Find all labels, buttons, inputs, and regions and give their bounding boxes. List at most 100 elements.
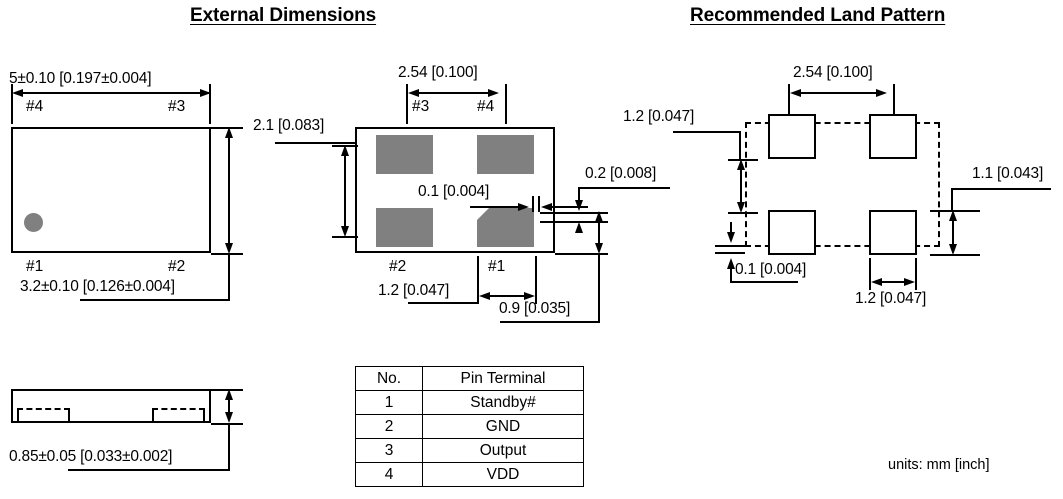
bottom-view-gap-ext-b	[538, 196, 540, 212]
bottom-view-pad-vertical-dim-line	[344, 150, 346, 232]
top-view-pin-label-3: #3	[168, 98, 186, 115]
table-row: 1 Standby#	[355, 390, 584, 415]
bottom-view-pad-width-dimension-label: 0.9 [0.035]	[499, 300, 571, 317]
top-view-height-arrow-down-icon	[224, 243, 233, 254]
land-left-offset-arrow-up-icon	[736, 159, 745, 170]
bottom-view-pad-width-ext-bottom	[555, 253, 608, 255]
table-cell-pin-terminal: Output	[422, 438, 584, 463]
land-pitch-ext-right	[893, 84, 895, 124]
bottom-view-pad-2	[376, 208, 433, 247]
recommended-land-pattern-title: Recommended Land Pattern	[690, 5, 946, 26]
bottom-view-pad1-ref-line-top	[540, 212, 608, 214]
bottom-view-edge-dimension-label: 0.2 [0.008]	[585, 165, 657, 182]
table-cell-pin-no: 3	[355, 438, 423, 463]
top-view-width-dimension-label: 5±0.10 [0.197±0.004]	[9, 70, 152, 87]
side-view-right-terminal-top-dashed	[152, 408, 205, 410]
land-pad-width-arrow-right-icon	[904, 277, 915, 286]
bottom-view-offset-dim-line	[486, 295, 528, 297]
side-view-thickness-leader-horizontal	[68, 469, 230, 471]
table-cell-pin-terminal: VDD	[422, 462, 584, 487]
top-view-height-dimension-label: 3.2±0.10 [0.126±0.004]	[20, 278, 175, 295]
pin1-orientation-dot-icon	[24, 213, 43, 232]
land-left-offset-leader-vertical	[739, 131, 741, 159]
land-pitch-arrow-left-icon	[790, 88, 801, 97]
bottom-view-pitch-ext-left	[406, 84, 408, 124]
land-pad-top-right	[869, 114, 917, 159]
land-pad-height-arrow-down-icon	[948, 244, 957, 255]
bottom-view-edge-arrow-down-icon	[574, 200, 583, 211]
land-left-offset-dimension-label: 1.2 [0.047]	[623, 108, 695, 125]
bottom-view-pitch-arrow-left-icon	[408, 88, 419, 97]
table-cell-pin-no: 4	[355, 462, 423, 487]
land-bottom-clearance-arrow-up-icon	[726, 258, 735, 269]
bottom-view-offset-dimension-label: 1.2 [0.047]	[378, 282, 450, 299]
top-view-height-leader-vertical	[228, 253, 230, 301]
land-pad-width-arrow-left-icon	[871, 277, 882, 286]
bottom-view-pad-width-arrow-down-icon	[594, 243, 603, 254]
bottom-view-pad-width-leader-vertical	[598, 253, 600, 323]
side-view-body-outline	[11, 389, 211, 423]
top-view-height-arrow-up-icon	[224, 127, 233, 138]
land-bottom-clearance-ext-lower	[715, 252, 745, 254]
bottom-view-gap-dimension-label: 0.1 [0.004]	[418, 183, 490, 200]
land-bottom-clearance-dimension-label: 0.1 [0.004]	[735, 261, 807, 278]
land-bottom-clearance-line-upper	[730, 222, 732, 234]
side-view-left-terminal-left-edge	[17, 408, 19, 423]
bottom-view-pad-vertical-dimension-label: 2.1 [0.083]	[253, 117, 325, 134]
bottom-view-pitch-arrow-right-icon	[488, 88, 499, 97]
side-view-thickness-arrow-up-icon	[224, 389, 233, 400]
land-pad-width-ext-left	[869, 258, 871, 290]
top-view-body-outline	[11, 127, 211, 253]
pin-terminal-table: No. Pin Terminal 1 Standby# 2 GND 3 Outp…	[355, 366, 584, 487]
bottom-view-gap-dim-line-left	[470, 206, 520, 208]
land-pad-height-leader-vertical	[951, 188, 953, 210]
bottom-view-edge-arrow-up-icon	[574, 222, 583, 233]
land-pad-height-arrow-up-icon	[948, 210, 957, 221]
table-row: 4 VDD	[355, 462, 584, 487]
side-view-thickness-dim-line	[228, 393, 230, 419]
bottom-view-pad-vertical-leader	[275, 142, 357, 144]
bottom-view-offset-ext-left	[477, 256, 479, 304]
land-pad-height-dimension-label: 1.1 [0.043]	[972, 165, 1044, 182]
bottom-view-pad-width-leader-horizontal	[500, 321, 600, 323]
land-pitch-dimension-label: 2.54 [0.100]	[793, 64, 873, 81]
top-view-pin-label-2: #2	[168, 258, 186, 275]
bottom-view-offset-arrow-right-icon	[524, 291, 535, 300]
bottom-view-offset-arrow-left-icon	[479, 291, 490, 300]
land-bottom-clearance-leader-horizontal	[730, 281, 798, 283]
table-cell-pin-terminal: Standby#	[422, 390, 584, 415]
side-view-thickness-arrow-down-icon	[224, 412, 233, 423]
top-view-width-arrow-left-icon	[12, 88, 23, 97]
side-view-thickness-leader-vertical	[228, 423, 230, 471]
land-left-offset-dim-line	[740, 164, 742, 208]
land-left-offset-leader-horizontal	[673, 131, 741, 133]
land-pitch-dim-line	[795, 92, 883, 94]
bottom-view-pitch-dim-line	[413, 92, 495, 94]
table-cell-pin-no: 1	[355, 390, 423, 415]
side-view-thickness-ext-bottom	[211, 423, 243, 425]
top-view-height-dim-line	[228, 133, 230, 247]
land-component-outline-dashed	[745, 122, 940, 247]
bottom-view-gap-arrow-right-icon	[518, 202, 529, 211]
bottom-view-pin-label-4: #4	[477, 98, 495, 115]
table-row: 3 Output	[355, 438, 584, 463]
land-bottom-clearance-ext-upper	[715, 245, 745, 247]
table-row: 2 GND	[355, 414, 584, 439]
land-pad-width-ext-right	[915, 258, 917, 290]
land-bottom-clearance-arrow-down-icon	[726, 232, 735, 243]
bottom-view-pad-width-dim-line	[598, 216, 600, 249]
land-bottom-clearance-line-lower	[730, 267, 732, 283]
bottom-view-gap-arrow-left-icon	[541, 202, 552, 211]
bottom-view-pad-4	[477, 135, 534, 174]
land-left-offset-arrow-down-icon	[736, 202, 745, 213]
bottom-view-edge-leader-vertical	[578, 187, 580, 202]
table-header-pin-terminal: Pin Terminal	[422, 366, 584, 391]
land-pad-height-dim-line	[952, 215, 954, 250]
table-cell-pin-terminal: GND	[422, 414, 584, 439]
land-pitch-ext-left	[788, 84, 790, 124]
land-pad-height-leader-horizontal	[951, 188, 1051, 190]
bottom-view-pad-3	[376, 135, 433, 174]
side-view-left-terminal-top-dashed	[17, 408, 70, 410]
top-view-height-leader-horizontal	[80, 299, 230, 301]
